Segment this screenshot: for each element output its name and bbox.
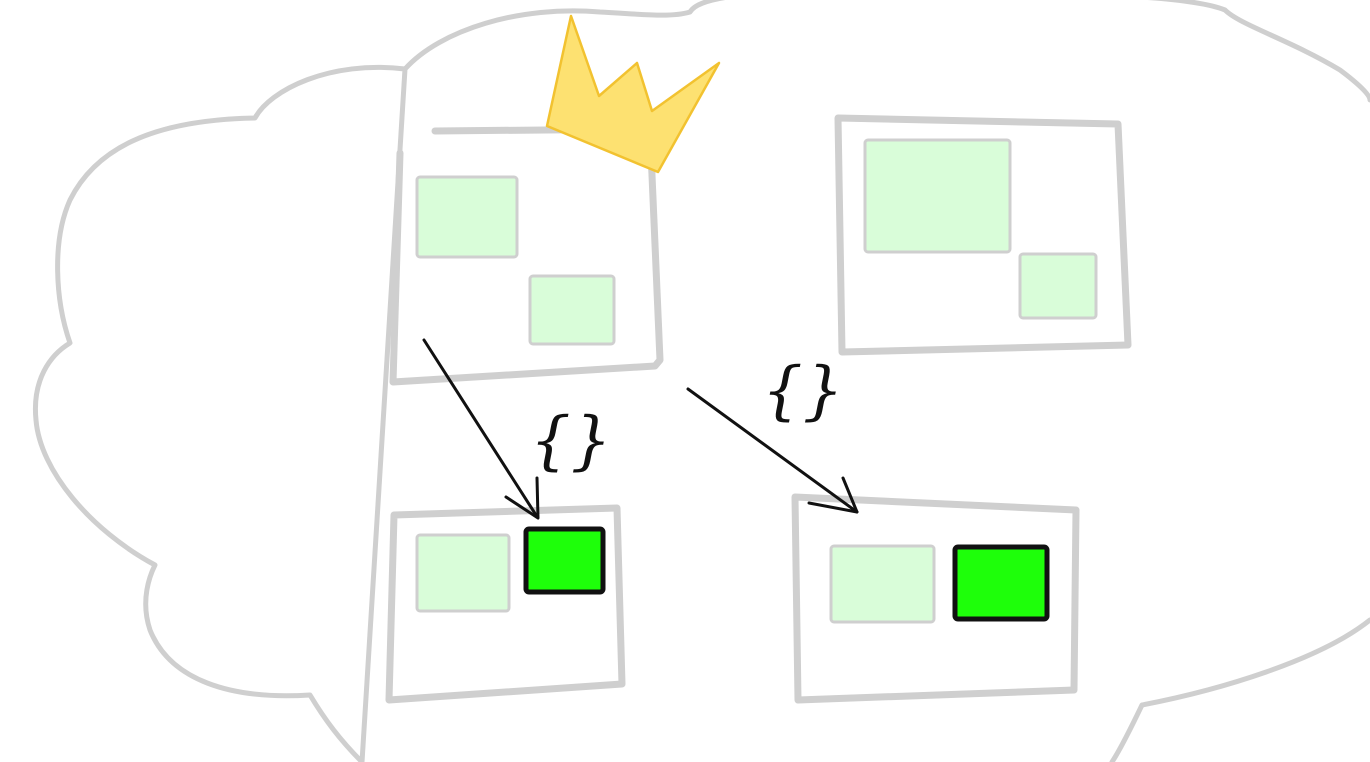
master-block-2 [528,274,616,346]
secondary-node [834,114,1132,356]
crown-icon [545,14,721,174]
replica-right-block-active [952,544,1050,622]
cloud-outline [32,0,1370,762]
replica-node-right [791,493,1080,704]
brace-label-left: {} [530,404,611,478]
secondary-block-2 [1018,252,1098,320]
secondary-block-1 [863,138,1012,254]
master-block-1 [415,175,519,259]
replica-right-frame [791,493,1080,704]
replica-right-block-light [829,544,936,624]
master-node [389,125,664,386]
replica-left-block-light [415,533,511,613]
secondary-node-frame [834,114,1132,356]
arrow-to-right-replica [686,387,859,514]
arrow-to-left-replica [422,338,540,520]
replica-left-block-active [523,526,606,595]
brace-label-right: {} [762,354,843,428]
replica-left-frame [385,504,626,704]
replica-node-left [385,504,626,704]
